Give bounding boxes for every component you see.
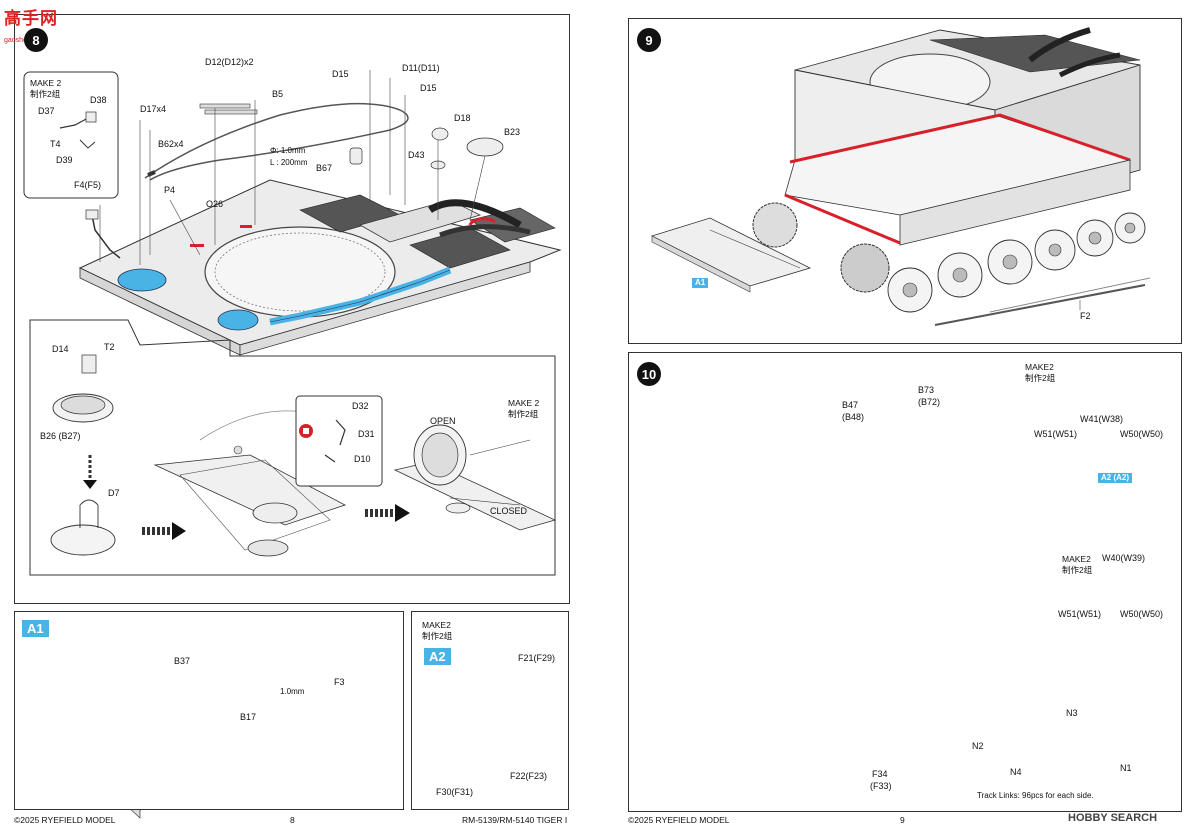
a2-panel bbox=[411, 611, 569, 810]
make2-callout-mid: MAKE 2 制作2组 bbox=[508, 398, 539, 420]
label-n3: N3 bbox=[1066, 708, 1078, 718]
label-d12: D12(D12)x2 bbox=[205, 57, 254, 67]
make2-title: MAKE2 bbox=[422, 620, 451, 630]
label-n2: N2 bbox=[972, 741, 984, 751]
label-d37: D37 bbox=[38, 106, 55, 116]
label-w51-top: W51(W51) bbox=[1034, 429, 1078, 439]
label-f2: F2 bbox=[1080, 311, 1091, 321]
make2-callout-top: MAKE 2 制作2组 bbox=[30, 78, 61, 100]
label-p4: P4 bbox=[164, 185, 176, 195]
label-w40: W40(W39) bbox=[1102, 553, 1146, 563]
label-d31: D31 bbox=[358, 429, 375, 439]
step9-number: 9 bbox=[637, 28, 661, 52]
label-d39: D39 bbox=[56, 155, 73, 165]
label-d18: D18 bbox=[454, 113, 471, 123]
label-n1: N1 bbox=[1120, 763, 1132, 773]
make2-callout-a2: MAKE2 制作2组 bbox=[422, 620, 452, 642]
label-f3: F3 bbox=[334, 677, 345, 687]
step10-number: 10 bbox=[637, 362, 661, 386]
make2-subtitle: 制作2组 bbox=[1025, 373, 1056, 383]
a2-tag: A2 bbox=[424, 648, 451, 665]
label-d17: D17x4 bbox=[140, 104, 167, 114]
make2-title: MAKE2 bbox=[1025, 362, 1054, 372]
make2-title: MAKE2 bbox=[1062, 554, 1091, 564]
make2-callout-bottom-right: MAKE2 制作2组 bbox=[1062, 554, 1092, 576]
label-f4: F4(F5) bbox=[74, 180, 101, 190]
label-d15-top: D15 bbox=[332, 69, 349, 79]
label-f33: (F33) bbox=[870, 781, 892, 791]
label-d14: D14 bbox=[52, 344, 69, 354]
track-links-note: Track Links: 96pcs for each side. bbox=[977, 791, 1094, 800]
label-b48: (B48) bbox=[842, 412, 865, 422]
label-b26: B26 (B27) bbox=[40, 431, 81, 441]
step10-a2-tag: A2 (A2) bbox=[1098, 473, 1133, 483]
label-d32: D32 bbox=[352, 401, 369, 411]
footer-page-number-left: 8 bbox=[290, 815, 295, 825]
label-b23: B23 bbox=[504, 127, 521, 137]
label-phi: Φ: 1.0mm bbox=[270, 146, 306, 155]
label-b5: B5 bbox=[272, 89, 284, 99]
label-t4: T4 bbox=[50, 139, 61, 149]
label-w50-bottom: W50(W50) bbox=[1120, 609, 1164, 619]
label-b73: B73 bbox=[918, 385, 935, 395]
a1-panel bbox=[14, 611, 404, 810]
label-length: L : 200mm bbox=[270, 158, 308, 167]
label-o26: O26 bbox=[206, 199, 224, 209]
a1-tag: A1 bbox=[22, 620, 49, 637]
hobby-search-watermark: HOBBY SEARCH bbox=[1068, 812, 1158, 824]
label-b37: B37 bbox=[174, 656, 191, 666]
step10-panel bbox=[628, 352, 1182, 812]
label-w41: W41(W38) bbox=[1080, 414, 1124, 424]
footer-copyright-left: ©2025 RYEFIELD MODEL bbox=[14, 815, 116, 825]
label-1mm: 1.0mm bbox=[280, 687, 305, 696]
footer-page-number-right: 9 bbox=[900, 815, 905, 825]
make2-subtitle: 制作2组 bbox=[1062, 565, 1093, 575]
right-page: 9 bbox=[600, 0, 1200, 838]
label-f21: F21(F29) bbox=[518, 653, 556, 663]
step8-number: 8 bbox=[24, 28, 48, 52]
label-w50-top: W50(W50) bbox=[1120, 429, 1164, 439]
label-f22: F22(F23) bbox=[510, 771, 548, 781]
label-d11: D11(D11) bbox=[402, 63, 440, 73]
make2-subtitle: 制作2组 bbox=[508, 409, 539, 419]
make2-callout-top-right: MAKE2 制作2组 bbox=[1025, 362, 1055, 384]
label-open: OPEN bbox=[430, 416, 456, 426]
label-b47: B47 bbox=[842, 400, 859, 410]
label-t2: T2 bbox=[104, 342, 115, 352]
label-b62: B62x4 bbox=[158, 139, 184, 149]
make2-subtitle: 制作2组 bbox=[30, 89, 61, 99]
label-f30: F30(F31) bbox=[436, 787, 474, 797]
left-page: 高手网 gaoshou.com 8 bbox=[0, 0, 585, 838]
label-b72: (B72) bbox=[918, 397, 941, 407]
label-b67: B67 bbox=[316, 163, 333, 173]
watermark-logo-main: 高手网 bbox=[4, 9, 58, 28]
label-f34: F34 bbox=[872, 769, 888, 779]
footer-model-code: RM-5139/RM-5140 TIGER I bbox=[462, 815, 568, 825]
label-d38: D38 bbox=[90, 95, 107, 105]
label-n4: N4 bbox=[1010, 767, 1022, 777]
label-d43: D43 bbox=[408, 150, 425, 160]
label-closed: CLOSED bbox=[490, 506, 528, 516]
label-d10: D10 bbox=[354, 454, 371, 464]
make2-subtitle: 制作2组 bbox=[422, 631, 453, 641]
label-d7: D7 bbox=[108, 488, 120, 498]
step9-a1-tag: A1 bbox=[692, 278, 709, 288]
make2-title: MAKE 2 bbox=[30, 78, 62, 88]
label-b17: B17 bbox=[240, 712, 257, 722]
make2-title: MAKE 2 bbox=[508, 398, 540, 408]
footer-copyright-right: ©2025 RYEFIELD MODEL bbox=[628, 815, 730, 825]
label-d15-right: D15 bbox=[420, 83, 437, 93]
label-w51-bottom: W51(W51) bbox=[1058, 609, 1102, 619]
